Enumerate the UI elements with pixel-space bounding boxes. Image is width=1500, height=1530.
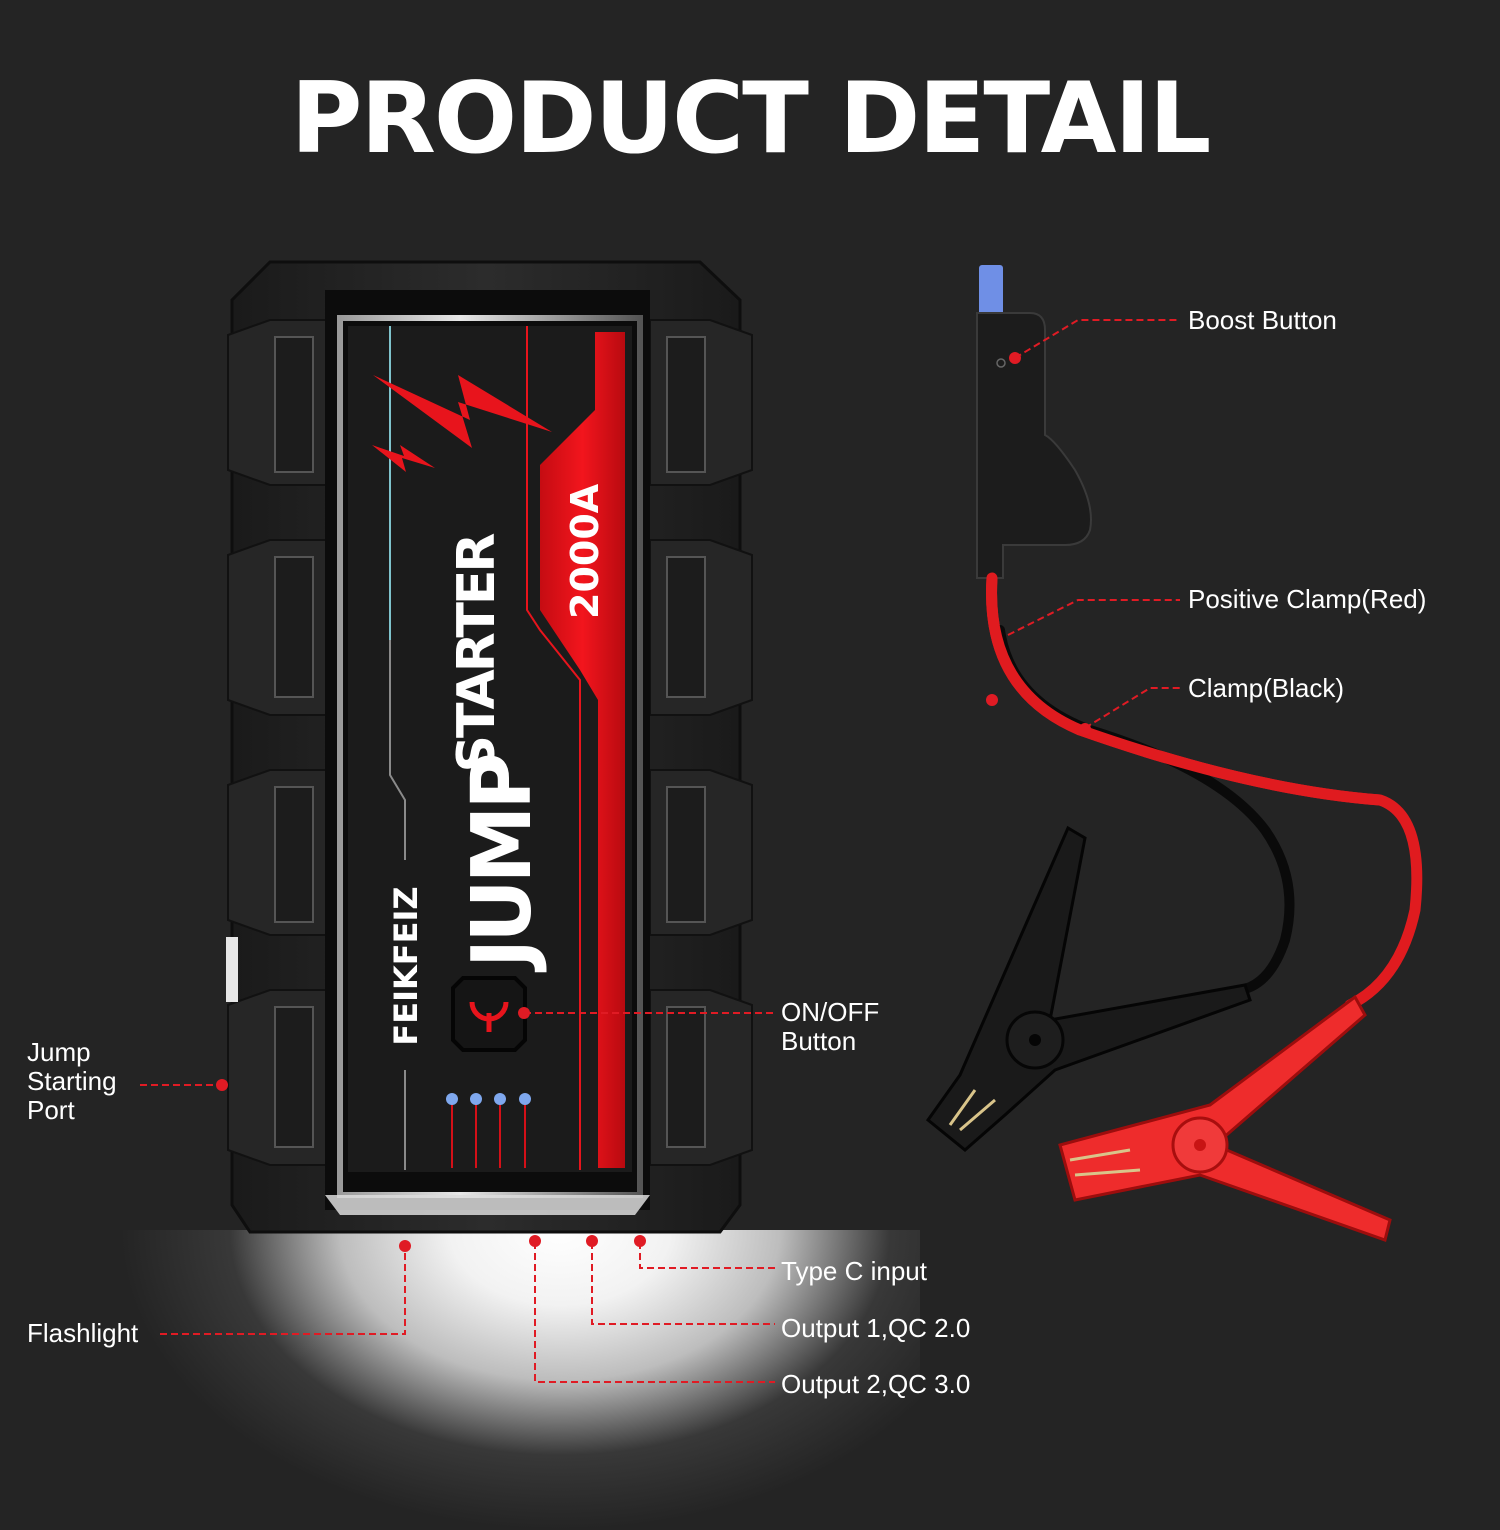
callout-dots (216, 352, 1091, 1252)
product-name-jump: JUMP (455, 756, 550, 968)
page-title: PRODUCT DETAIL (290, 62, 1212, 176)
battery-indicator-leds (446, 1093, 531, 1168)
label-jump-port-line2: Starting (27, 1066, 117, 1096)
label-positive-clamp: Positive Clamp(Red) (1188, 584, 1427, 614)
red-accent-band (540, 332, 625, 1168)
brand-logo: FEIKFEIZ (387, 886, 425, 1046)
callout-lines (140, 319, 1180, 1383)
black-clamp (925, 825, 1252, 1152)
lightning-bolt-small-icon (372, 445, 435, 472)
product-name-starter: STARTER (447, 535, 507, 773)
label-output-1: Output 1,QC 2.0 (781, 1313, 971, 1343)
label-on-off-line1: ON/OFF (781, 997, 880, 1027)
label-output-2: Output 2,QC 3.0 (781, 1369, 971, 1399)
jumper-cable (925, 265, 1423, 1242)
label-jump-starting-port: Jump Starting Port (27, 1038, 117, 1125)
flashlight-beam (120, 1230, 920, 1530)
jump-starting-port (226, 937, 238, 1002)
label-negative-clamp: Clamp(Black) (1188, 673, 1345, 703)
jump-starter-device (226, 260, 753, 1234)
label-on-off-line2: Button (781, 1026, 857, 1056)
label-jump-port-line1: Jump (27, 1037, 91, 1067)
boost-controller (976, 312, 1092, 579)
red-clamp (1058, 994, 1392, 1242)
label-boost-button: Boost Button (1188, 305, 1337, 335)
lightning-bolt-icon (373, 375, 552, 448)
peak-current-badge: 2000A (563, 483, 607, 619)
label-flashlight: Flashlight (27, 1318, 139, 1348)
label-on-off-button: ON/OFF Button (781, 998, 879, 1056)
label-jump-port-line3: Port (27, 1095, 75, 1125)
boost-button-cap (979, 265, 1003, 315)
label-type-c-input: Type C input (781, 1256, 927, 1286)
